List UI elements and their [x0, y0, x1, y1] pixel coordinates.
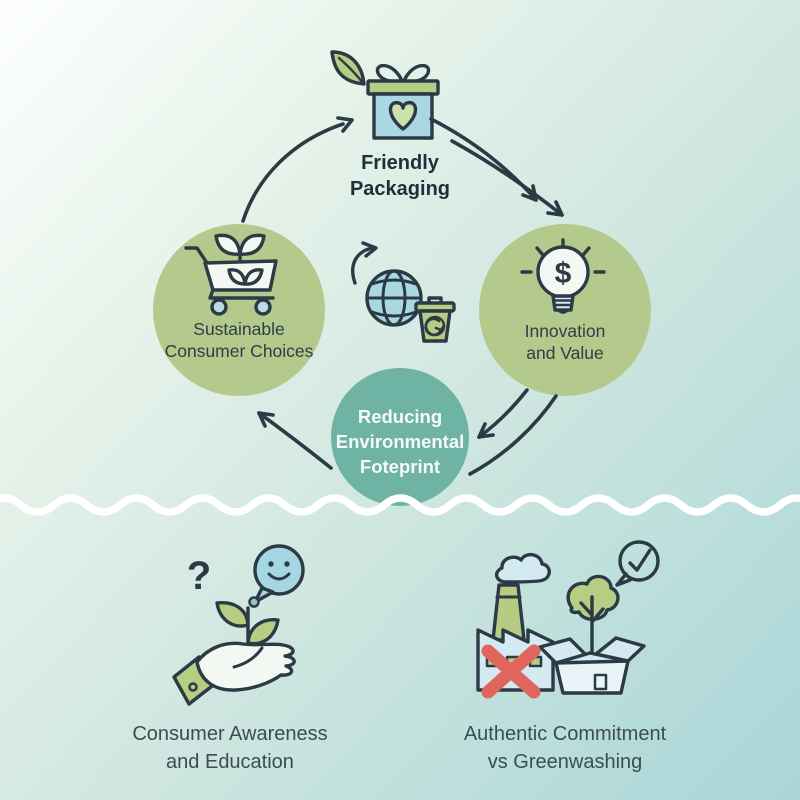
- smiley-speech-bubble-icon: [253, 544, 305, 596]
- awareness-line2: and Education: [166, 751, 294, 773]
- lightbulb-dollar-icon: $: [520, 238, 606, 314]
- open-hand: [195, 641, 296, 692]
- shopping-cart-plant-icon: [184, 233, 278, 316]
- footprint-line3: Foteprint: [359, 456, 441, 477]
- smoke-cloud-icon: [494, 552, 551, 584]
- sustainable-choices-line2: Consumer Choices: [164, 341, 314, 361]
- title-line1: Friendly: [361, 152, 439, 174]
- sustainable-choices-line1: Sustainable: [193, 319, 285, 339]
- box-front: [554, 659, 630, 695]
- authentic-commitment-label: Authentic Commitment vs Greenwashing: [415, 720, 715, 776]
- red-x-icon: [481, 644, 541, 699]
- question-mark-glyph: ?: [187, 554, 211, 598]
- friendly-packaging-title: Friendly Packaging: [300, 150, 500, 202]
- arrow-top-to-right: [429, 117, 564, 217]
- sustainable-choices-label: Sustainable Consumer Choices: [153, 318, 325, 362]
- innovation-value-line2: and Value: [526, 343, 604, 363]
- arrow-right-to-bottom: [468, 388, 558, 476]
- wavy-divider: [0, 494, 800, 516]
- hand-seedling-icon: ?: [172, 544, 305, 706]
- footprint-line1: Reducing: [357, 406, 443, 427]
- check-speech-bubble-icon: [618, 540, 660, 582]
- reducing-footprint-label: Reducing Environmental Foteprint: [331, 404, 469, 479]
- gift-box-icon: [330, 50, 440, 140]
- innovation-value-line1: Innovation: [524, 321, 606, 341]
- arrow-bottom-to-left: [257, 411, 333, 470]
- authenticity-line1: Authentic Commitment: [463, 723, 667, 745]
- authenticity-line2: vs Greenwashing: [487, 751, 643, 773]
- factory-vs-greenbox-icon: [476, 540, 660, 699]
- dollar-glyph: $: [555, 257, 572, 290]
- reducing-footprint-circle: Reducing Environmental Foteprint: [331, 368, 469, 506]
- checkmark-icon: [628, 548, 652, 572]
- title-line2: Packaging: [349, 178, 451, 200]
- awareness-line1: Consumer Awareness: [132, 723, 328, 745]
- arrow-left-to-top: [241, 116, 354, 223]
- innovation-value-label: Innovation and Value: [479, 320, 651, 364]
- footprint-line2: Environmental: [335, 431, 465, 452]
- tree-trunk: [579, 595, 605, 655]
- consumer-awareness-label: Consumer Awareness and Education: [80, 720, 380, 776]
- globe-recycle-icon: [351, 241, 456, 343]
